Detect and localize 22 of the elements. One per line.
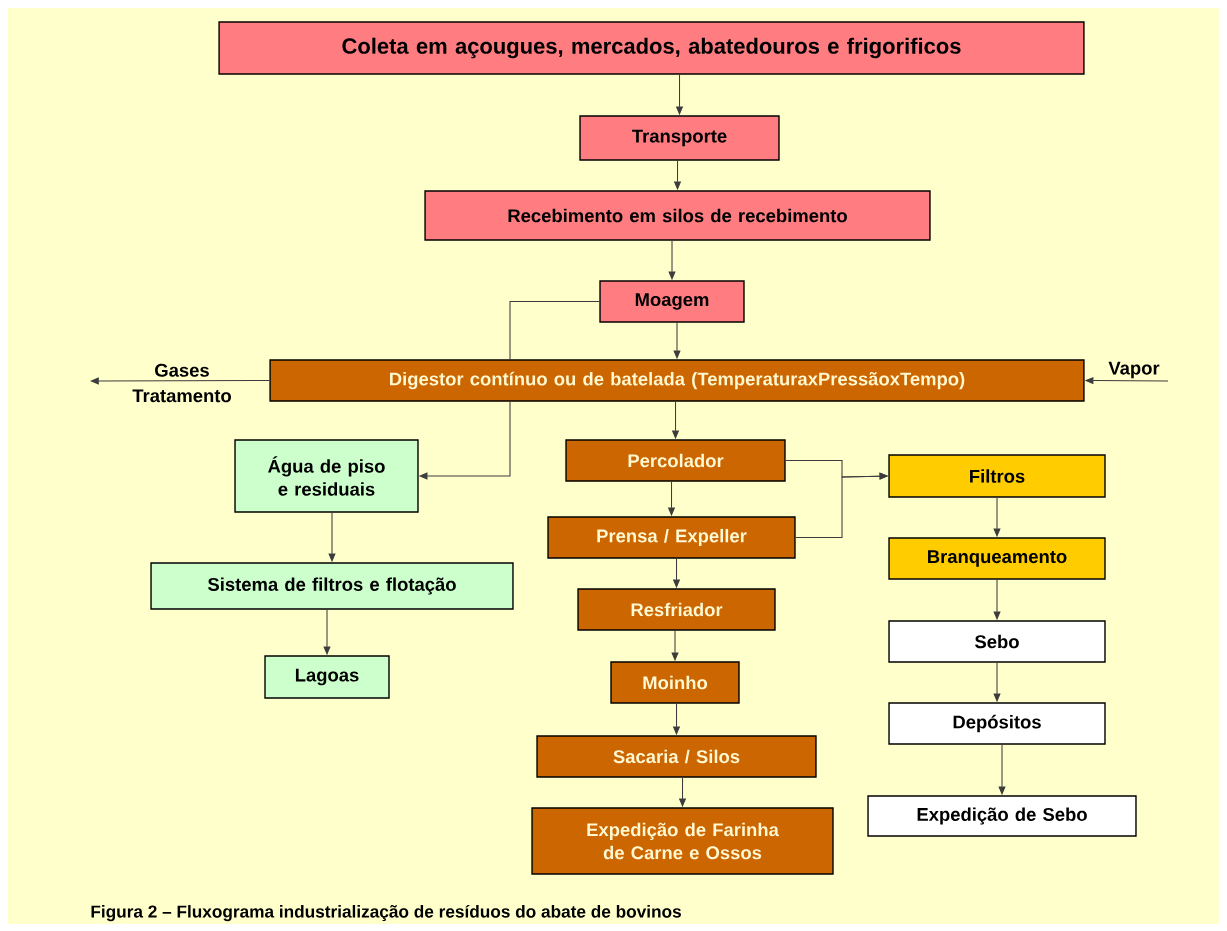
process-box: Sacaria / Silos [536, 735, 817, 778]
figure-caption: Figura 2 – Fluxograma industrialização de resíduos do abate de bovinos [91, 904, 681, 922]
process-box: Sistema de filtros e flotação [150, 562, 514, 610]
process-box: Resfriador [577, 588, 776, 631]
process-box: Filtros [888, 454, 1106, 498]
process-box: Branqueamento [888, 537, 1106, 580]
process-box: Moinho [610, 661, 740, 704]
process-box: Moagem [599, 280, 745, 323]
process-box: Prensa / Expeller [547, 516, 796, 559]
process-box: Percolador [565, 439, 786, 482]
process-box: Coleta em açougues, mercados, abatedouros e frigorificos [218, 21, 1085, 75]
arrow [90, 377, 270, 385]
process-box: Recebimento em silos de recebimento [424, 190, 931, 241]
process-box: Transporte [579, 115, 780, 161]
process-box: Água de piso e residuais [234, 439, 419, 513]
edge-label: Gases Tratamento [132, 363, 231, 403]
process-box: Sebo [888, 620, 1106, 663]
process-box: Expedição de Farinha de Carne e Ossos [531, 807, 834, 875]
process-box: Expedição de Sebo [867, 795, 1137, 837]
process-box: Digestor contínuo ou de batelada (TemperaturaxPressãoxTempo) [269, 359, 1085, 402]
process-box: Lagoas [264, 655, 390, 699]
process-box: Depósitos [888, 702, 1106, 745]
